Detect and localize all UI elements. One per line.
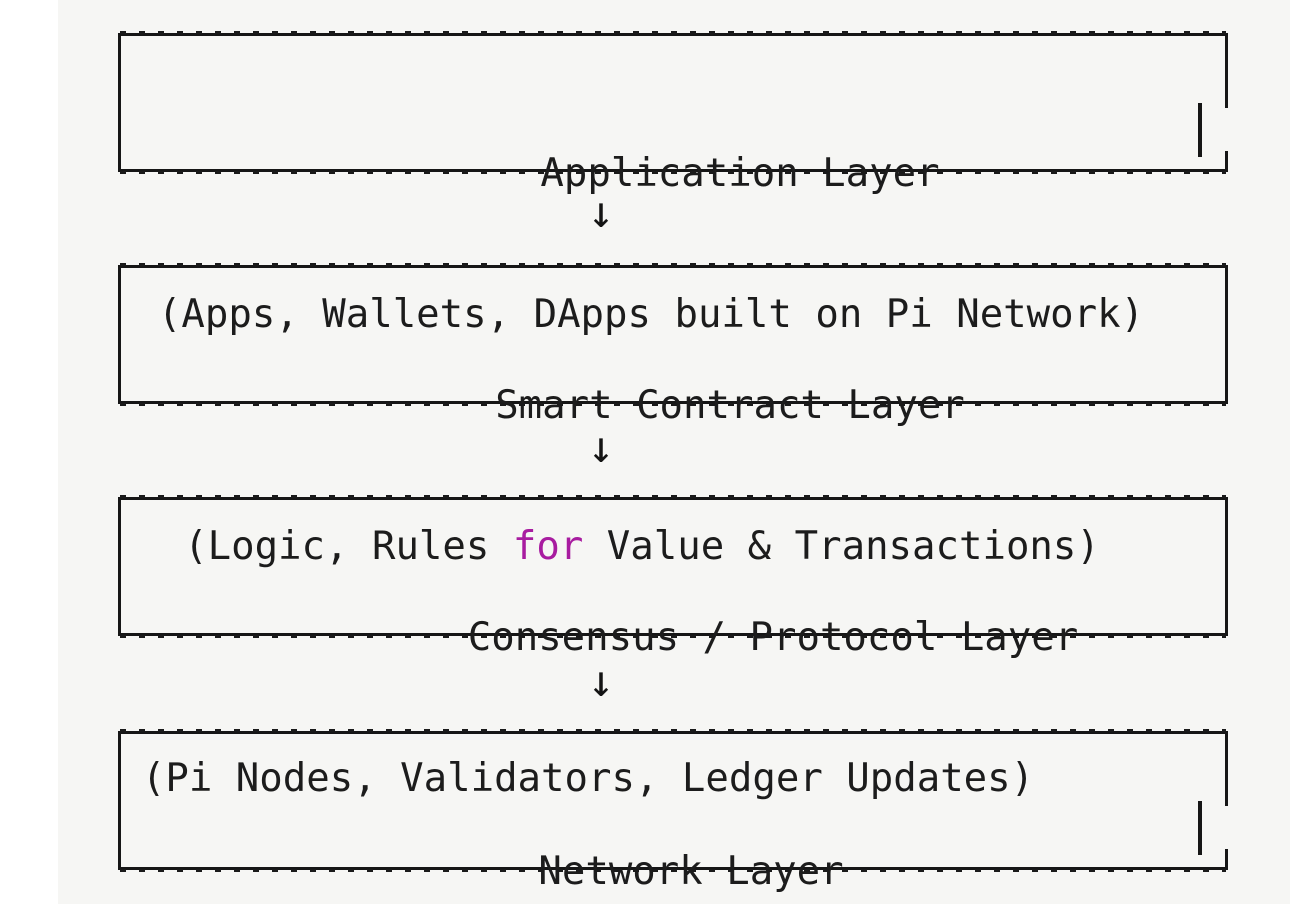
border-notch: [1223, 806, 1230, 849]
left-margin-strip: [0, 0, 58, 904]
down-arrow-icon: ↓: [587, 187, 615, 238]
layer-title: Network Layer: [538, 849, 844, 894]
text-cursor-icon: [1198, 801, 1202, 855]
layer-title: Smart Contract Layer: [495, 383, 965, 428]
layer-title: Consensus / Protocol Layer: [467, 615, 1079, 660]
text-cursor-icon: [1198, 103, 1202, 157]
down-arrow-icon: ↓: [587, 656, 615, 707]
layer-box-smart-contract: Smart Contract Layer (Logic, Rules for V…: [118, 263, 1228, 569]
layer-subtitle: (Apps, Wallets, DApps built on Pi Networ…: [157, 292, 1145, 337]
down-arrow-icon: ↓: [587, 422, 615, 473]
border-notch: [1223, 108, 1230, 151]
layer-subtitle: (Logic, Rules for Value & Transactions): [90, 523, 1194, 570]
layer-subtitle: (Pi Nodes, Validators, Ledger Updates): [141, 756, 1035, 801]
layer-box-network: Network Layer (Communication, Peer Conne…: [118, 729, 1230, 894]
subtitle-text-post: Value & Transactions): [583, 524, 1100, 569]
subtitle-text-pre: (Logic, Rules: [184, 524, 513, 569]
keyword-highlight: for: [512, 524, 584, 569]
layer-box-consensus-protocol: Consensus / Protocol Layer (Pi Nodes, Va…: [118, 495, 1228, 801]
layer-box-application: Application Layer (Apps, Wallets, DApps …: [118, 31, 1230, 337]
layer-title: Application Layer: [540, 151, 940, 196]
